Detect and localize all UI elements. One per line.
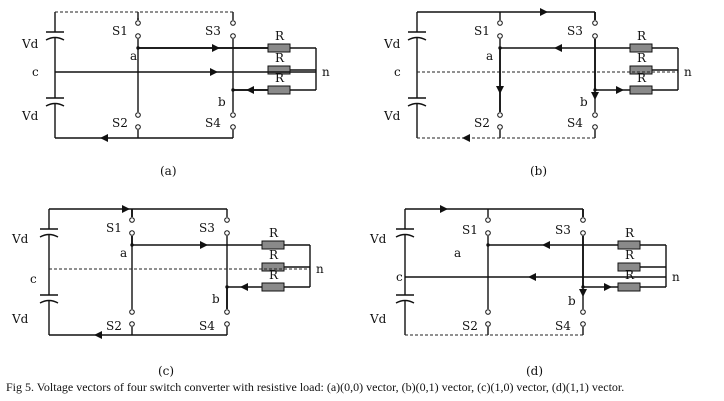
resistor-label-3: R xyxy=(269,268,279,282)
switch-s2-label: S2 xyxy=(112,116,128,130)
resistor-label-2: R xyxy=(625,248,635,262)
switch-s4-label: S4 xyxy=(205,116,221,130)
vd-label-bottom: Vd xyxy=(11,312,29,326)
node-a-label: a xyxy=(454,246,461,260)
panel-c: Vd Vd c n a b S1 S3 S2 S4 R R R (c) xyxy=(11,205,324,378)
resistor-label-3: R xyxy=(275,71,285,85)
vd-label-bottom: Vd xyxy=(21,109,39,123)
resistor-label-1: R xyxy=(625,226,635,240)
panel-a-label: (a) xyxy=(160,164,177,178)
vd-label-top: Vd xyxy=(21,37,39,51)
node-n-label: n xyxy=(684,65,692,79)
switch-s1-label: S1 xyxy=(106,221,122,235)
node-n-label: n xyxy=(316,262,324,276)
switch-s3-label: S3 xyxy=(555,223,571,237)
panel-b-label: (b) xyxy=(530,164,547,178)
node-c-label: c xyxy=(30,272,37,286)
panel-d: Vd Vd c n a b S1 S3 S2 S4 R R R (d) xyxy=(369,205,680,378)
switch-s2-label: S2 xyxy=(462,319,478,333)
switch-s1-label: S1 xyxy=(112,24,128,38)
switch-s3-label: S3 xyxy=(205,24,221,38)
resistor-label-1: R xyxy=(275,29,285,43)
switch-s3-label: S3 xyxy=(567,24,583,38)
switch-s4-label: S4 xyxy=(199,319,215,333)
node-b-label: b xyxy=(580,95,588,109)
panel-b: Vd Vd c n a b S1 S3 S2 S4 R R R (b) xyxy=(383,8,692,178)
node-a-label: a xyxy=(120,246,127,260)
switch-s2-label: S2 xyxy=(474,116,490,130)
switch-s1-label: S1 xyxy=(474,24,490,38)
resistor-label-2: R xyxy=(275,51,285,65)
vd-label-top: Vd xyxy=(11,232,29,246)
node-a-label: a xyxy=(130,49,137,63)
switch-s3-label: S3 xyxy=(199,221,215,235)
node-b-label: b xyxy=(568,294,576,308)
panel-c-label: (c) xyxy=(158,364,174,378)
switch-s4-label: S4 xyxy=(567,116,583,130)
switch-s4-label: S4 xyxy=(555,319,571,333)
vd-label-bottom: Vd xyxy=(369,312,387,326)
node-b-label: b xyxy=(212,292,220,306)
resistor-label-1: R xyxy=(637,29,647,43)
panel-a: Vd Vd c n a b S1 S3 S2 S4 R R R (a) xyxy=(21,11,330,178)
node-b-label: b xyxy=(218,95,226,109)
figure-caption: Fig 5. Voltage vectors of four switch co… xyxy=(6,380,625,394)
resistor-label-1: R xyxy=(269,226,279,240)
node-a-label: a xyxy=(486,49,493,63)
resistor-label-3: R xyxy=(625,268,635,282)
resistor-label-2: R xyxy=(637,51,647,65)
node-c-label: c xyxy=(32,65,39,79)
node-c-label: c xyxy=(396,270,403,284)
vd-label-top: Vd xyxy=(383,37,401,51)
node-n-label: n xyxy=(672,270,680,284)
node-n-label: n xyxy=(322,65,330,79)
resistor-label-2: R xyxy=(269,248,279,262)
switch-s1-label: S1 xyxy=(462,223,478,237)
resistor-label-3: R xyxy=(637,71,647,85)
node-c-label: c xyxy=(394,65,401,79)
vd-label-top: Vd xyxy=(369,232,387,246)
vd-label-bottom: Vd xyxy=(383,109,401,123)
panel-d-label: (d) xyxy=(526,364,543,378)
switch-s2-label: S2 xyxy=(106,319,122,333)
